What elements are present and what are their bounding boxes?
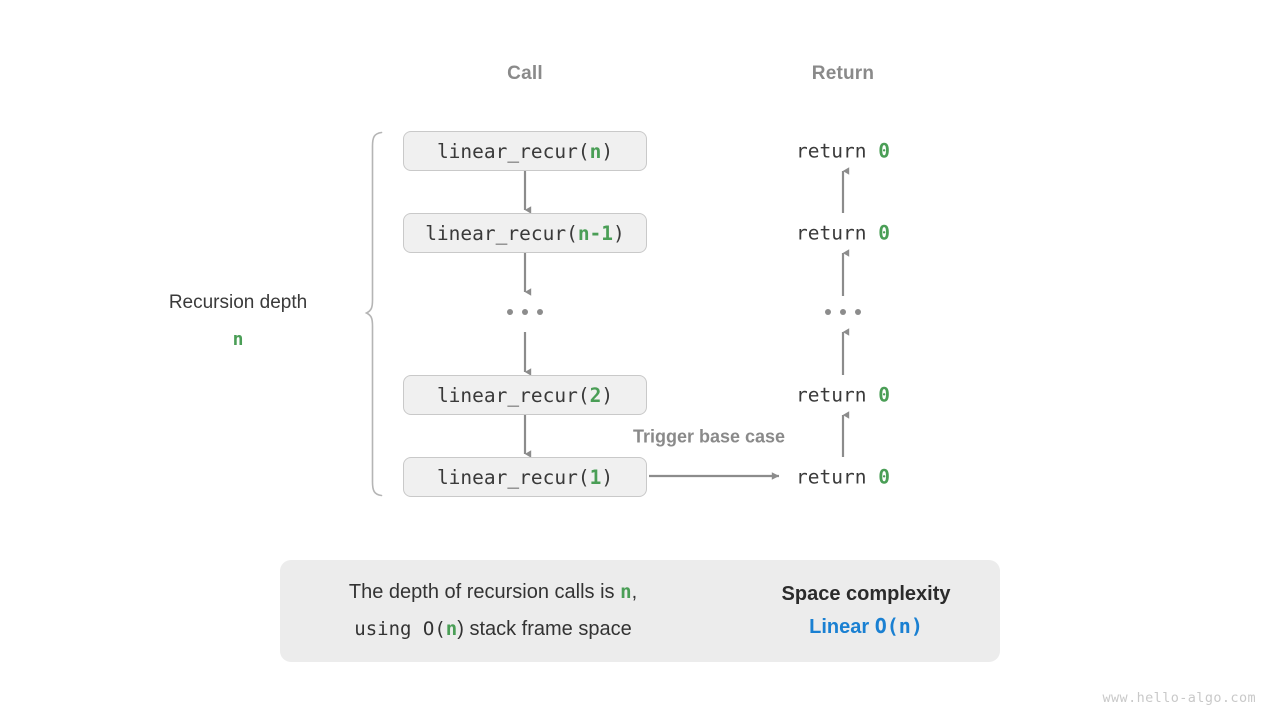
call-box-1[interactable]: linear_recur(n) (403, 131, 647, 171)
call-column-ellipsis (507, 309, 543, 315)
summary-line1-a: The depth of recursion calls is (348, 581, 621, 603)
call-box-2-arg: n-1 (577, 221, 614, 245)
recursion-depth-value: n (232, 329, 244, 351)
call-box-1-prefix: linear_recur( (436, 139, 590, 163)
return-label-4-text: return (796, 465, 879, 489)
summary-line1-n: n (620, 581, 632, 603)
summary-conclusion: Space complexity Linear O(n) (782, 583, 951, 639)
space-complexity-title: Space complexity (781, 583, 951, 605)
return-label-4-value: 0 (878, 465, 890, 489)
recursion-depth-label: Recursion depth n (169, 284, 307, 358)
summary-description: The depth of recursion calls is n, using… (349, 574, 637, 648)
return-label-1: return 0 (796, 140, 890, 163)
call-box-3-arg: 2 (589, 383, 602, 407)
call-box-2-prefix: linear_recur( (425, 221, 578, 245)
recursion-depth-text: Recursion depth (168, 292, 308, 313)
complexity-notation: O(n) (874, 614, 923, 638)
return-label-2-text: return (796, 221, 879, 245)
summary-line1-b: , (631, 581, 638, 603)
watermark: www.hello-algo.com (1102, 690, 1256, 706)
space-complexity-value: Linear O(n) (782, 614, 951, 639)
summary-line2-b: ) stack frame space (457, 618, 632, 640)
return-label-3-text: return (796, 383, 879, 407)
ellipsis-dot (855, 309, 861, 315)
complexity-kind: Linear (809, 616, 870, 638)
return-label-2: return 0 (796, 222, 890, 245)
return-label-4: return 0 (796, 466, 890, 489)
call-box-4-prefix: linear_recur( (436, 465, 590, 489)
call-box-1-arg: n (589, 139, 602, 163)
call-box-3-suffix: ) (601, 383, 614, 407)
summary-panel (280, 560, 1000, 662)
call-box-2[interactable]: linear_recur(n-1) (403, 213, 647, 253)
ellipsis-dot (522, 309, 528, 315)
trigger-base-case-label: Trigger base case (632, 426, 786, 447)
return-column-ellipsis (825, 309, 861, 315)
column-header-return: Return (811, 63, 875, 84)
return-label-3-value: 0 (878, 383, 890, 407)
call-box-3-prefix: linear_recur( (436, 383, 590, 407)
call-box-3[interactable]: linear_recur(2) (403, 375, 647, 415)
call-box-4[interactable]: linear_recur(1) (403, 457, 647, 497)
summary-line2-a: using O( (354, 618, 446, 640)
ellipsis-dot (537, 309, 543, 315)
ellipsis-dot (840, 309, 846, 315)
recursion-depth-brace (364, 131, 383, 497)
call-box-1-suffix: ) (601, 139, 614, 163)
ellipsis-dot (825, 309, 831, 315)
return-label-1-value: 0 (878, 139, 890, 163)
summary-line2-n: n (445, 618, 458, 640)
call-box-4-suffix: ) (601, 465, 614, 489)
call-box-2-suffix: ) (613, 221, 625, 245)
column-header-call: Call (507, 63, 543, 84)
return-label-1-text: return (796, 139, 879, 163)
return-label-2-value: 0 (878, 221, 890, 245)
call-box-4-arg: 1 (589, 465, 602, 489)
ellipsis-dot (507, 309, 513, 315)
return-label-3: return 0 (796, 384, 890, 407)
